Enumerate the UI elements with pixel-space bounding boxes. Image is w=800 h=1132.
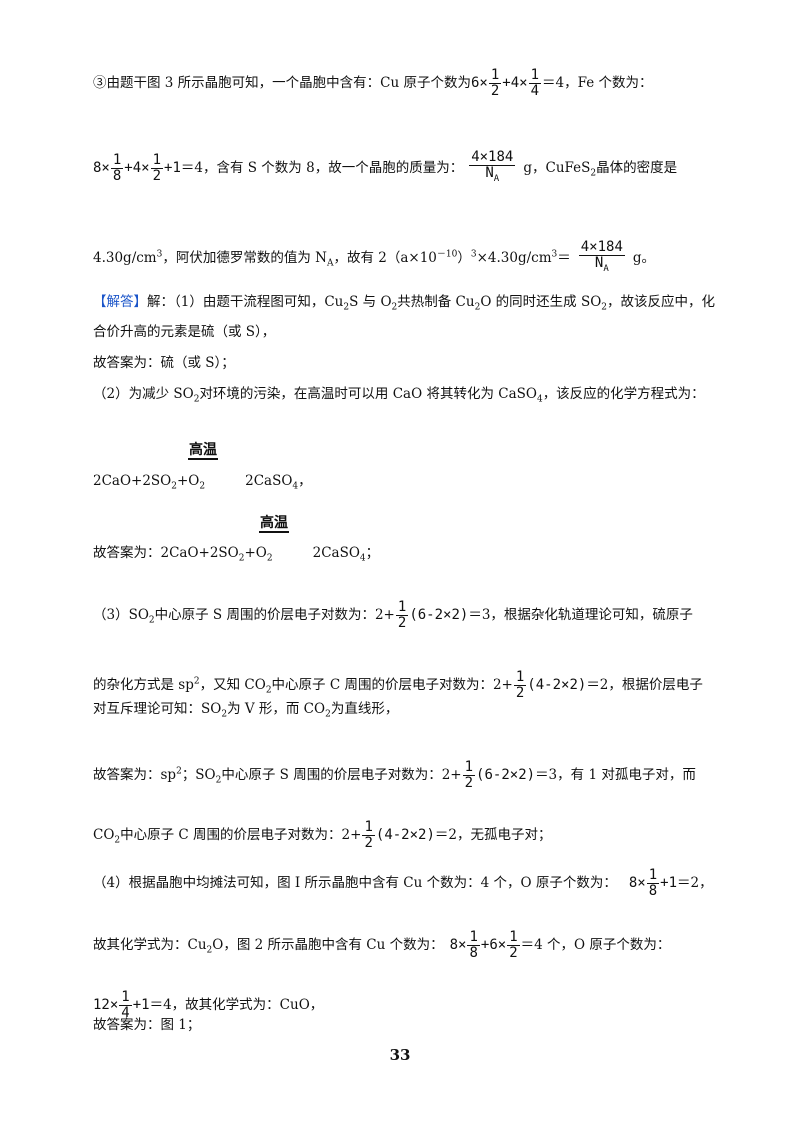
answer-tag: 【解答】: [93, 294, 147, 310]
line-4: 【解答】解：（1）由题干流程图可知，Cu2S 与 O2共热制备 Cu2O 的同时…: [93, 294, 716, 313]
condition-label: 高温: [188, 442, 218, 460]
condition-label: 高温: [259, 515, 289, 533]
line-10: 对互斥理论可知：SO2为 V 形，而 CO2为直线形，: [93, 701, 399, 720]
line-6: 故答案为：硫（或 S）；: [93, 355, 235, 371]
line-5: 合价升高的元素是硫（或 S），: [93, 324, 276, 340]
line-7: （2）为减少 SO2对环境的污染，在高温时可以用 CaO 将其转化为 CaSO4…: [93, 386, 705, 405]
line-16: 故答案为：图 1；: [93, 1017, 201, 1033]
line-3: 4.30g/cm3，阿伏加德罗常数的值为 NA，故有 2（a×10－10）3×4…: [93, 240, 655, 277]
line-13: （4）根据晶胞中均摊法可知，图 I 所示晶胞中含有 Cu 个数为：4 个，O 原…: [93, 867, 713, 899]
page-number: 33: [389, 1046, 411, 1064]
